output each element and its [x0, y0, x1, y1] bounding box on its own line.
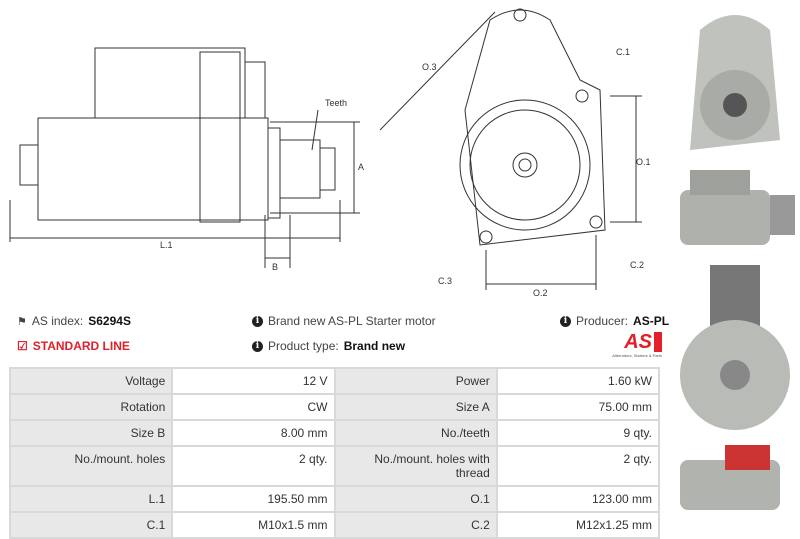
spec-label: No./mount. holes with thread — [333, 445, 498, 487]
spec-value: 123.00 mm — [495, 485, 661, 513]
o3-label: O.3 — [422, 62, 437, 72]
spec-value: 2 qty. — [495, 445, 661, 487]
o1-label: O.1 — [636, 157, 651, 167]
o2-label: O.2 — [533, 288, 548, 298]
photo-side — [680, 170, 795, 245]
spec-label: L.1 — [8, 485, 174, 513]
spec-label: Voltage — [8, 367, 174, 395]
spec-label: No./teeth — [333, 419, 498, 447]
as-index-value: S6294S — [88, 314, 131, 328]
product-type: i Product type: Brand new — [252, 339, 405, 353]
spec-value: 75.00 mm — [495, 393, 661, 421]
side-view-diagram: Teeth A L.1 B — [9, 47, 364, 272]
spec-value: M10x1.5 mm — [171, 511, 336, 539]
spec-value: M12x1.25 mm — [495, 511, 661, 539]
producer: i Producer: AS-PL — [560, 314, 669, 328]
product-type-value: Brand new — [343, 339, 406, 353]
info-icon: i — [252, 315, 263, 327]
size-b-label: B — [272, 262, 278, 272]
spec-value: 195.50 mm — [171, 485, 336, 513]
spec-label: No./mount. holes — [8, 445, 174, 487]
standard-line-label: STANDARD LINE — [32, 339, 130, 353]
spec-value: 8.00 mm — [171, 419, 336, 447]
photo-front — [690, 15, 780, 150]
c1-label: C.1 — [616, 47, 630, 57]
spec-value: CW — [171, 393, 336, 421]
description: i Brand new AS-PL Starter motor — [252, 314, 436, 328]
checkbox-icon: ☑ — [17, 339, 28, 353]
spec-label: Size B — [8, 419, 174, 447]
size-a-label: A — [358, 162, 364, 172]
spec-label: C.2 — [333, 511, 498, 539]
producer-value: AS-PL — [633, 314, 670, 328]
spec-label: Size A — [333, 393, 498, 421]
front-view-diagram: O.3 C.1 O.1 C.2 C.3 O.2 — [379, 8, 651, 298]
spec-label: Rotation — [8, 393, 174, 421]
product-photos — [680, 15, 795, 510]
spec-value: 12 V — [171, 367, 336, 395]
photo-angle — [680, 445, 780, 510]
description-text: Brand new AS-PL Starter motor — [268, 314, 436, 328]
tags-icon: ⚑ — [17, 315, 27, 328]
l1-label: L.1 — [160, 240, 173, 250]
spec-value: 9 qty. — [495, 419, 661, 447]
info-icon: i — [252, 340, 263, 352]
photo-back — [680, 265, 790, 430]
standard-line-badge: ☑ STANDARD LINE — [17, 339, 130, 353]
as-index: ⚑ AS index: S6294S — [17, 314, 131, 328]
spec-label: O.1 — [333, 485, 498, 513]
as-index-label: AS index: — [31, 314, 84, 328]
product-type-label: Product type: — [268, 339, 339, 353]
info-icon: i — [560, 315, 571, 327]
spec-value: 1.60 kW — [495, 367, 661, 395]
producer-label: Producer: — [576, 314, 629, 328]
spec-label: Power — [333, 367, 498, 395]
c3-label: C.3 — [438, 276, 452, 286]
spec-value: 2 qty. — [171, 445, 336, 487]
c2-label: C.2 — [630, 260, 644, 270]
as-pl-logo: AS Alternators, Starters & Parts — [612, 331, 662, 358]
spec-label: C.1 — [8, 511, 174, 539]
teeth-label: Teeth — [325, 98, 347, 108]
